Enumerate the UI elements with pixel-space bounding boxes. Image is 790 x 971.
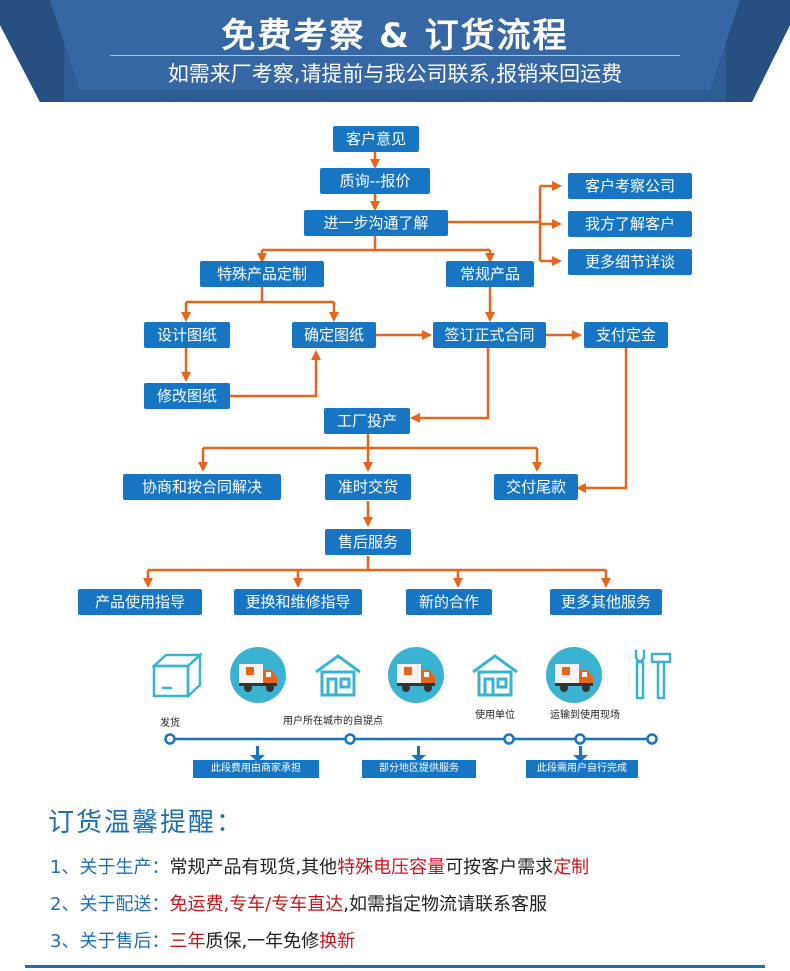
flow-step-new-cooperation: 新的合作 — [406, 589, 492, 615]
flow-step-more-details: 更多细节详谈 — [568, 249, 692, 275]
tip-after-sales-years: 三年 — [169, 931, 206, 952]
flow-step-negotiate: 协商和按合同解决 — [123, 474, 281, 500]
tip-production-text-a: 常规产品有现货,其他 — [169, 857, 338, 878]
house-icon — [472, 654, 518, 697]
flow-step-repair-guide: 更换和维修指导 — [234, 589, 362, 615]
tools-icon — [634, 650, 672, 700]
tip-delivery-text-b: ,如需指定物流请联系客服 — [343, 894, 547, 915]
flow-step-usage-guide: 产品使用指导 — [78, 589, 202, 615]
flow-step-regular-product: 常规产品 — [446, 261, 534, 287]
flow-step-inquiry: 质询--报价 — [320, 168, 430, 194]
flow-step-sign-contract: 签订正式合同 — [433, 322, 546, 348]
tip-production-heading: 1、关于生产： — [50, 857, 170, 878]
segment-merchant-tag: 此段费用由商家承担 — [193, 760, 319, 778]
box-icon — [152, 652, 204, 698]
tip-delivery-highlight: 免运费,专车/专车直达 — [169, 894, 344, 915]
tip-after-sales-heading: 3、关于售后： — [50, 931, 170, 952]
house-icon — [315, 654, 361, 697]
flow-step-modify-drawing: 修改图纸 — [144, 383, 230, 409]
segment-partial-tag: 部分地区提供服务 — [362, 760, 476, 778]
tip-after-sales-text-b: 质保,一年免修 — [205, 931, 320, 952]
truck-icon — [388, 647, 444, 703]
flow-step-confirm-drawing: 确定图纸 — [292, 322, 376, 348]
flow-step-know-customer: 我方了解客户 — [568, 211, 692, 237]
bottom-divider — [25, 965, 765, 968]
flow-step-pay-deposit: 支付定金 — [584, 322, 668, 348]
page-title: 免费考察 & 订货流程 — [221, 16, 569, 56]
logistics-label-ship: 发货 — [160, 718, 180, 729]
segment-user-tag: 此段需用户自行完成 — [526, 760, 638, 778]
flow-step-special-product: 特殊产品定制 — [200, 261, 324, 287]
tip-after-sales: 3、关于售后：三年质保,一年免修换新 — [50, 927, 355, 953]
flow-step-customer-opinion: 客户意见 — [333, 126, 419, 152]
tip-delivery: 2、关于配送：免运费,专车/专车直达,如需指定物流请联系客服 — [50, 890, 547, 916]
flow-step-design-drawing: 设计图纸 — [144, 322, 230, 348]
tip-after-sales-replace: 换新 — [319, 931, 356, 952]
page-subtitle: 如需来厂考察,请提前与我公司联系,报销来回运费 — [167, 62, 623, 86]
flow-step-other-services: 更多其他服务 — [550, 589, 662, 615]
flow-step-after-sales: 售后服务 — [325, 529, 411, 555]
flow-step-factory-production: 工厂投产 — [324, 408, 410, 434]
tips-title: 订货温馨提醒： — [48, 808, 245, 838]
truck-icon — [546, 647, 602, 703]
logistics-label-site: 运输到使用现场 — [550, 710, 620, 721]
flow-step-pay-balance: 交付尾款 — [494, 474, 578, 500]
header-banner — [0, 0, 790, 102]
flow-step-communicate: 进一步沟通了解 — [304, 210, 448, 236]
tip-production-custom: 定制 — [553, 857, 590, 878]
logistics-label-pickup: 用户所在城市的自提点 — [283, 716, 383, 727]
tip-production-highlight: 特殊电压容量 — [337, 857, 446, 878]
logistics-label-unit: 使用单位 — [475, 710, 515, 721]
truck-icon — [230, 647, 286, 703]
flow-step-on-time-delivery: 准时交货 — [325, 474, 411, 500]
flow-step-visit-company: 客户考察公司 — [568, 173, 692, 199]
tip-production-text-c: 可按客户需求 — [445, 857, 554, 878]
tip-production: 1、关于生产：常规产品有现货,其他特殊电压容量可按客户需求定制 — [50, 853, 589, 879]
tip-delivery-heading: 2、关于配送： — [50, 894, 170, 915]
